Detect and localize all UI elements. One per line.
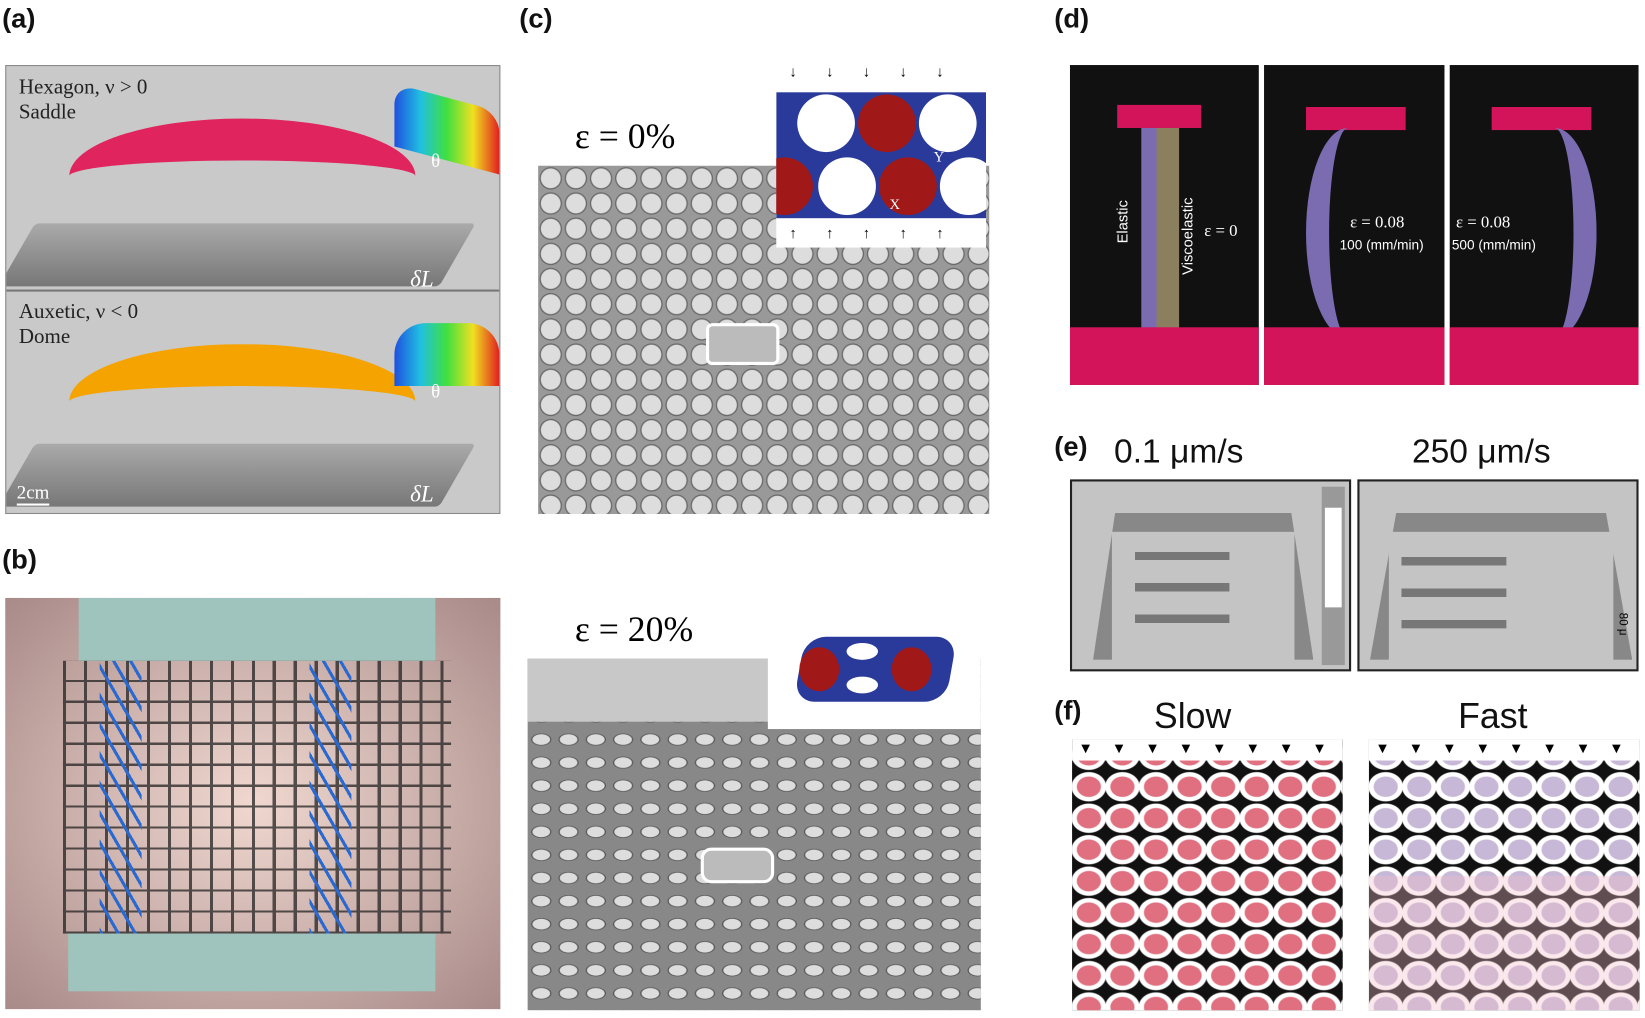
axis-x-label: X: [889, 197, 901, 213]
speed-slow-label: 0.1 μm/s: [1114, 432, 1244, 470]
axis-y-label: Y: [933, 150, 945, 166]
highlighted-unit-cell-deformed: [700, 847, 775, 884]
theta-label-2: θ: [431, 380, 441, 402]
panel-label-a: (a): [2, 2, 36, 34]
saddle-simulation: [394, 83, 500, 175]
load-arrows-fast: ▼▼▼▼▼▼▼▼▼: [1368, 739, 1640, 761]
strain-label-500: ε = 0.08: [1456, 213, 1511, 232]
beam-photo-initial: Elastic Viscoelastic ε = 0: [1069, 65, 1259, 385]
lattice-fast: ▼▼▼▼▼▼▼▼▼: [1368, 739, 1640, 1011]
dome-label: Dome: [18, 325, 71, 349]
hexagon-label: Hexagon, ν > 0: [18, 75, 148, 99]
unit-cell-inset-0: Y X ↓↓↓↓↓ ↑↑↑↑↑: [776, 60, 987, 248]
slow-label: Slow: [1153, 696, 1232, 737]
panel-b: [5, 597, 501, 1010]
compression-arrows-bottom: ↑↑↑↑↑: [789, 224, 973, 242]
strain-0-label: ε = 0%: [574, 117, 676, 157]
theta-label: θ: [431, 150, 441, 171]
panel-label-f: (f): [1054, 694, 1082, 726]
viscoelastic-label: Viscoelastic: [1179, 197, 1196, 275]
fixture-bottom: [6, 443, 476, 507]
highlighted-unit-cell: [705, 323, 780, 366]
dome-simulation: [394, 323, 500, 387]
auxetic-label: Auxetic, ν < 0: [18, 300, 139, 324]
lattice-slow: ▼▼▼▼▼▼▼▼▼: [1072, 739, 1343, 1011]
load-arrows-slow: ▼▼▼▼▼▼▼▼▼: [1072, 739, 1343, 761]
strain-zero-label: ε = 0: [1204, 222, 1238, 241]
saddle-sheet: [69, 118, 416, 234]
fast-label: Fast: [1458, 696, 1528, 737]
beam-photo-100: ε = 0.08 100 (mm/min): [1264, 65, 1445, 385]
panel-label-d: (d): [1054, 2, 1090, 34]
rate-label-500: 500 (mm/min): [1451, 237, 1536, 253]
panel-a: Hexagon, ν > 0 Saddle θ δL Auxetic, ν < …: [5, 65, 501, 515]
elastic-label: Elastic: [1114, 200, 1131, 244]
fixture-top: [6, 223, 476, 287]
dome-sheet: [69, 344, 416, 459]
strain-20-label: ε = 20%: [574, 610, 694, 650]
top-clamp: [78, 597, 436, 661]
speed-fast-label: 250 μm/s: [1411, 432, 1551, 470]
compression-arrows-top: ↓↓↓↓↓: [789, 62, 973, 80]
beam-photo-500: ε = 0.08 500 (mm/min): [1449, 65, 1639, 385]
sem-image-slow: [1069, 479, 1352, 672]
scale-label: 80 μ: [1616, 612, 1629, 636]
panel-label-b: (b): [2, 543, 37, 575]
panel-label-e: (e): [1054, 430, 1088, 462]
rate-label-100: 100 (mm/min): [1339, 237, 1424, 253]
sem-image-fast: 80 μ: [1357, 479, 1639, 672]
bottom-clamp: [68, 933, 436, 992]
panel-label-c: (c): [519, 2, 553, 34]
unit-cell-inset-20: [767, 613, 981, 730]
delta-l-label: δL: [410, 265, 434, 292]
strain-label-100: ε = 0.08: [1350, 213, 1405, 232]
delta-l-label-2: δL: [410, 480, 434, 507]
saddle-label: Saddle: [18, 100, 76, 124]
scale-bar: 2cm: [16, 481, 50, 506]
